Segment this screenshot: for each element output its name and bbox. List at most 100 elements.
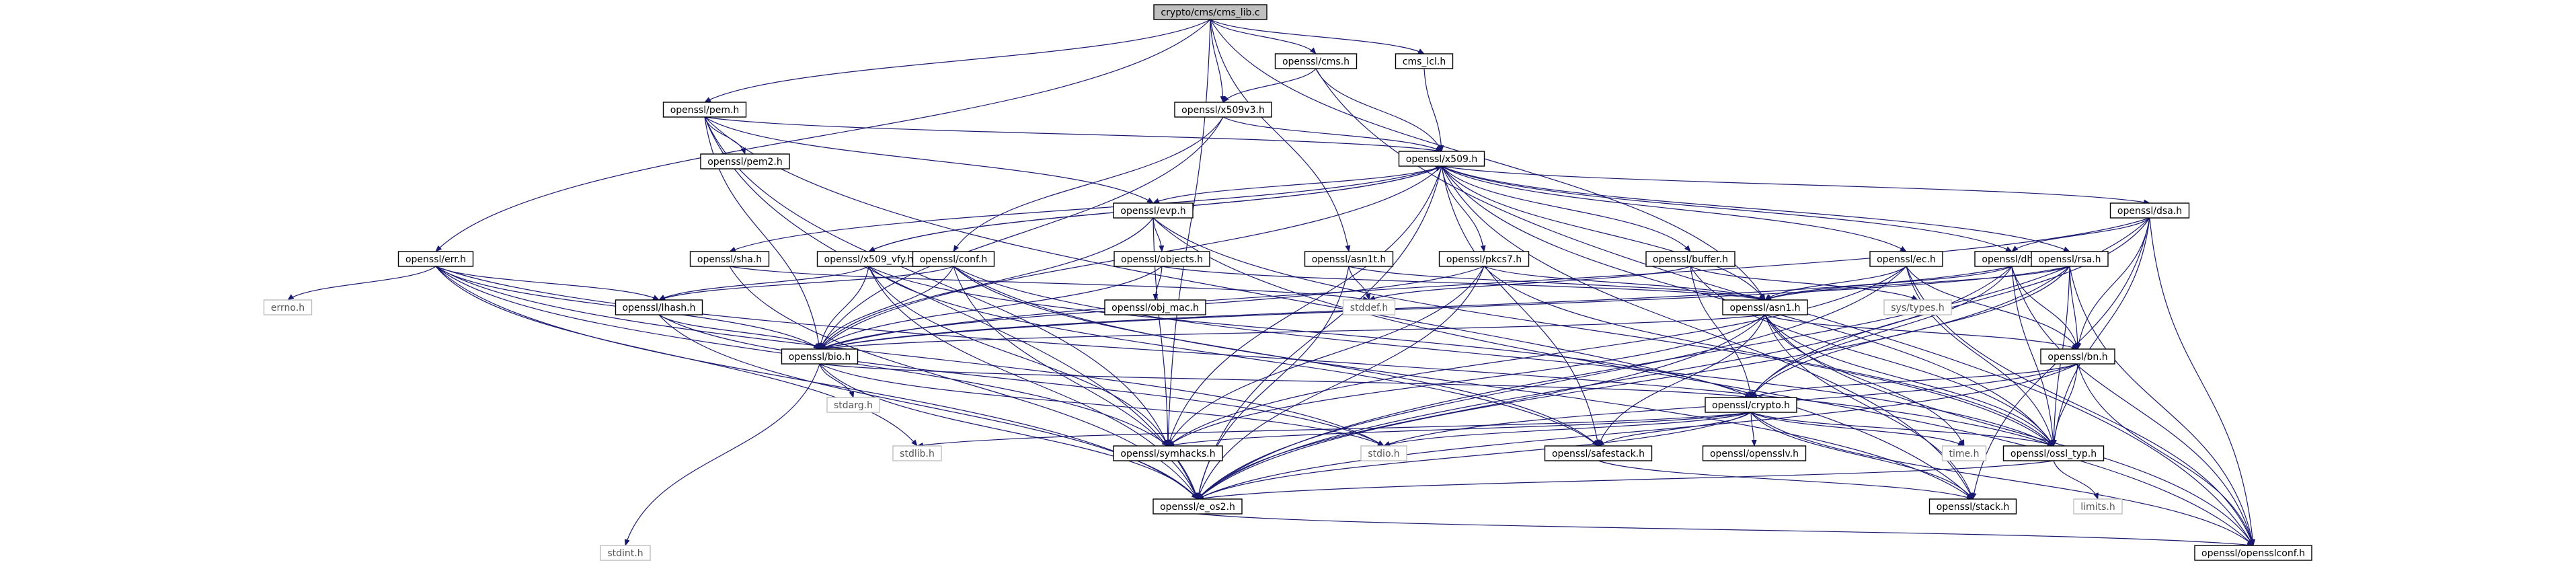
edge-lhash-to-stdio [658, 314, 1384, 447]
node-eos2[interactable]: openssl/e_os2.h [1153, 498, 1243, 515]
node-box [1114, 251, 1210, 267]
node-box [1174, 102, 1272, 118]
node-conf[interactable]: openssl/conf.h [912, 251, 995, 267]
edge-pkcs7-to-ossltyp [1483, 266, 2054, 447]
node-label: openssl/pem2.h [707, 157, 783, 167]
edge-dh-to-ossltyp [2011, 266, 2056, 447]
node-box [1104, 299, 1206, 315]
edge-crypto-to-ossltyp [1750, 412, 2054, 447]
node-box [2109, 202, 2190, 219]
edge-asn1-to-ossltyp [1764, 314, 2054, 447]
node-box [1722, 299, 1808, 315]
node-label: openssl/x509.h [1406, 154, 1477, 165]
edge-bio-to-eos2 [819, 363, 1198, 500]
edge-asn1t-to-eos2 [1196, 266, 1350, 500]
node-symhacks[interactable]: openssl/symhacks.h [1113, 445, 1223, 461]
node-x509vfy[interactable]: openssl/x509_vfy.h [816, 251, 921, 267]
edge-x509v3-to-conf [953, 116, 1224, 252]
edge-asn1-to-bio [819, 314, 1766, 351]
node-ossltyp[interactable]: openssl/ossl_typ.h [2002, 445, 2105, 461]
edge-asn1-to-opensslconf [1764, 314, 2254, 546]
node-objects[interactable]: openssl/objects.h [1114, 251, 1210, 267]
node-label: openssl/rsa.h [2038, 254, 2101, 265]
node-sha[interactable]: openssl/sha.h [689, 251, 770, 267]
node-dsa[interactable]: openssl/dsa.h [2109, 202, 2190, 219]
node-crypto[interactable]: openssl/crypto.h [1705, 397, 1797, 413]
node-opensslconf[interactable]: openssl/opensslconf.h [2194, 545, 2312, 561]
node-label: openssl/err.h [405, 254, 466, 265]
node-evp[interactable]: openssl/evp.h [1113, 202, 1194, 219]
node-label: openssl/asn1.h [1729, 303, 1800, 313]
node-label: openssl/stack.h [1937, 502, 2010, 513]
node-box [1395, 53, 1454, 69]
edge-buffer-to-stddef [1368, 266, 1691, 301]
edge-bio-to-stdarg [819, 363, 855, 398]
node-safestack[interactable]: openssl/safestack.h [1544, 445, 1653, 461]
node-label: openssl/cms.h [1282, 56, 1350, 67]
node-label: openssl/bn.h [2047, 352, 2107, 363]
edge-crypto-to-time [1750, 412, 1965, 447]
node-box [1883, 299, 1952, 315]
node-pem[interactable]: openssl/pem.h [662, 102, 747, 118]
node-label: openssl/evp.h [1120, 206, 1185, 217]
node-label: openssl/sha.h [697, 254, 762, 265]
node-box [2040, 348, 2115, 365]
node-lhash[interactable]: openssl/lhash.h [615, 299, 703, 315]
node-label: openssl/symhacks.h [1120, 449, 1215, 459]
edge-x509-to-stack [1441, 165, 1974, 500]
edge-root-to-pem [704, 19, 1211, 103]
edge-conf-to-bio [819, 266, 954, 350]
node-rsa[interactable]: openssl/rsa.h [2031, 251, 2109, 267]
edge-pkcs7-to-eos2 [1197, 266, 1485, 500]
node-stdio: stdio.h [1360, 445, 1407, 461]
node-box [1398, 151, 1485, 167]
node-bio[interactable]: openssl/bio.h [781, 348, 859, 365]
node-label: openssl/objects.h [1121, 254, 1203, 265]
edge-crypto-to-opensslv [1750, 412, 1757, 447]
node-label: sys/types.h [1891, 303, 1944, 313]
edge-rsa-to-bn [2069, 266, 2080, 350]
edge-root-to-err [435, 19, 1211, 252]
node-err[interactable]: openssl/err.h [397, 251, 474, 267]
node-label: openssl/x509v3.h [1181, 105, 1265, 116]
node-box [1274, 53, 1358, 69]
edge-conf-to-stack [953, 266, 1974, 500]
node-root[interactable]: crypto/cms/cms_lib.c [1153, 4, 1267, 20]
edge-x509v3-to-x509 [1222, 116, 1442, 152]
node-cms[interactable]: openssl/cms.h [1274, 53, 1358, 69]
edge-dh-to-bn [2011, 266, 2079, 350]
node-asn1[interactable]: openssl/asn1.h [1722, 299, 1808, 315]
edge-cms-to-x509 [1315, 68, 1442, 152]
node-label: openssl/crypto.h [1712, 400, 1790, 411]
node-layer: crypto/cms/cms_lib.c openssl/cms.h cms_lcl… [263, 4, 2312, 561]
node-cmslcl[interactable]: cms_lcl.h [1395, 53, 1454, 69]
edge-dh-to-crypto [1750, 266, 2013, 398]
node-x509v3[interactable]: openssl/x509v3.h [1174, 102, 1272, 118]
node-opensslv[interactable]: openssl/opensslv.h [1702, 445, 1807, 461]
node-x509[interactable]: openssl/x509.h [1398, 151, 1485, 167]
edge-dh-to-bio [819, 266, 2013, 350]
node-box [1705, 397, 1797, 413]
node-box [2194, 545, 2312, 561]
node-ec[interactable]: openssl/ec.h [1869, 251, 1943, 267]
node-asn1t[interactable]: openssl/asn1t.h [1304, 251, 1394, 267]
edge-x509v3-to-bio [819, 116, 1224, 350]
node-box [1342, 299, 1396, 315]
node-stack[interactable]: openssl/stack.h [1928, 498, 2017, 515]
node-box [662, 102, 747, 118]
node-pem2[interactable]: openssl/pem2.h [700, 153, 790, 169]
edge-dh-to-opensslconf [2011, 266, 2255, 546]
node-objmac[interactable]: openssl/obj_mac.h [1104, 299, 1206, 315]
edge-pkcs7-to-symhacks [1167, 266, 1485, 447]
edge-crypto-to-opensslconf [1750, 412, 2254, 546]
node-bn[interactable]: openssl/bn.h [2040, 348, 2115, 365]
node-pkcs7[interactable]: openssl/pkcs7.h [1438, 251, 1530, 267]
edge-x509-to-evp [1153, 165, 1442, 204]
edge-asn1-to-stack [1764, 314, 1974, 500]
edge-rsa-to-bio [819, 266, 2070, 350]
node-label: openssl/dh.h [1982, 254, 2041, 265]
edge-ec-to-eos2 [1197, 266, 1907, 500]
node-box [1153, 4, 1267, 20]
node-buffer[interactable]: openssl/buffer.h [1645, 251, 1735, 267]
